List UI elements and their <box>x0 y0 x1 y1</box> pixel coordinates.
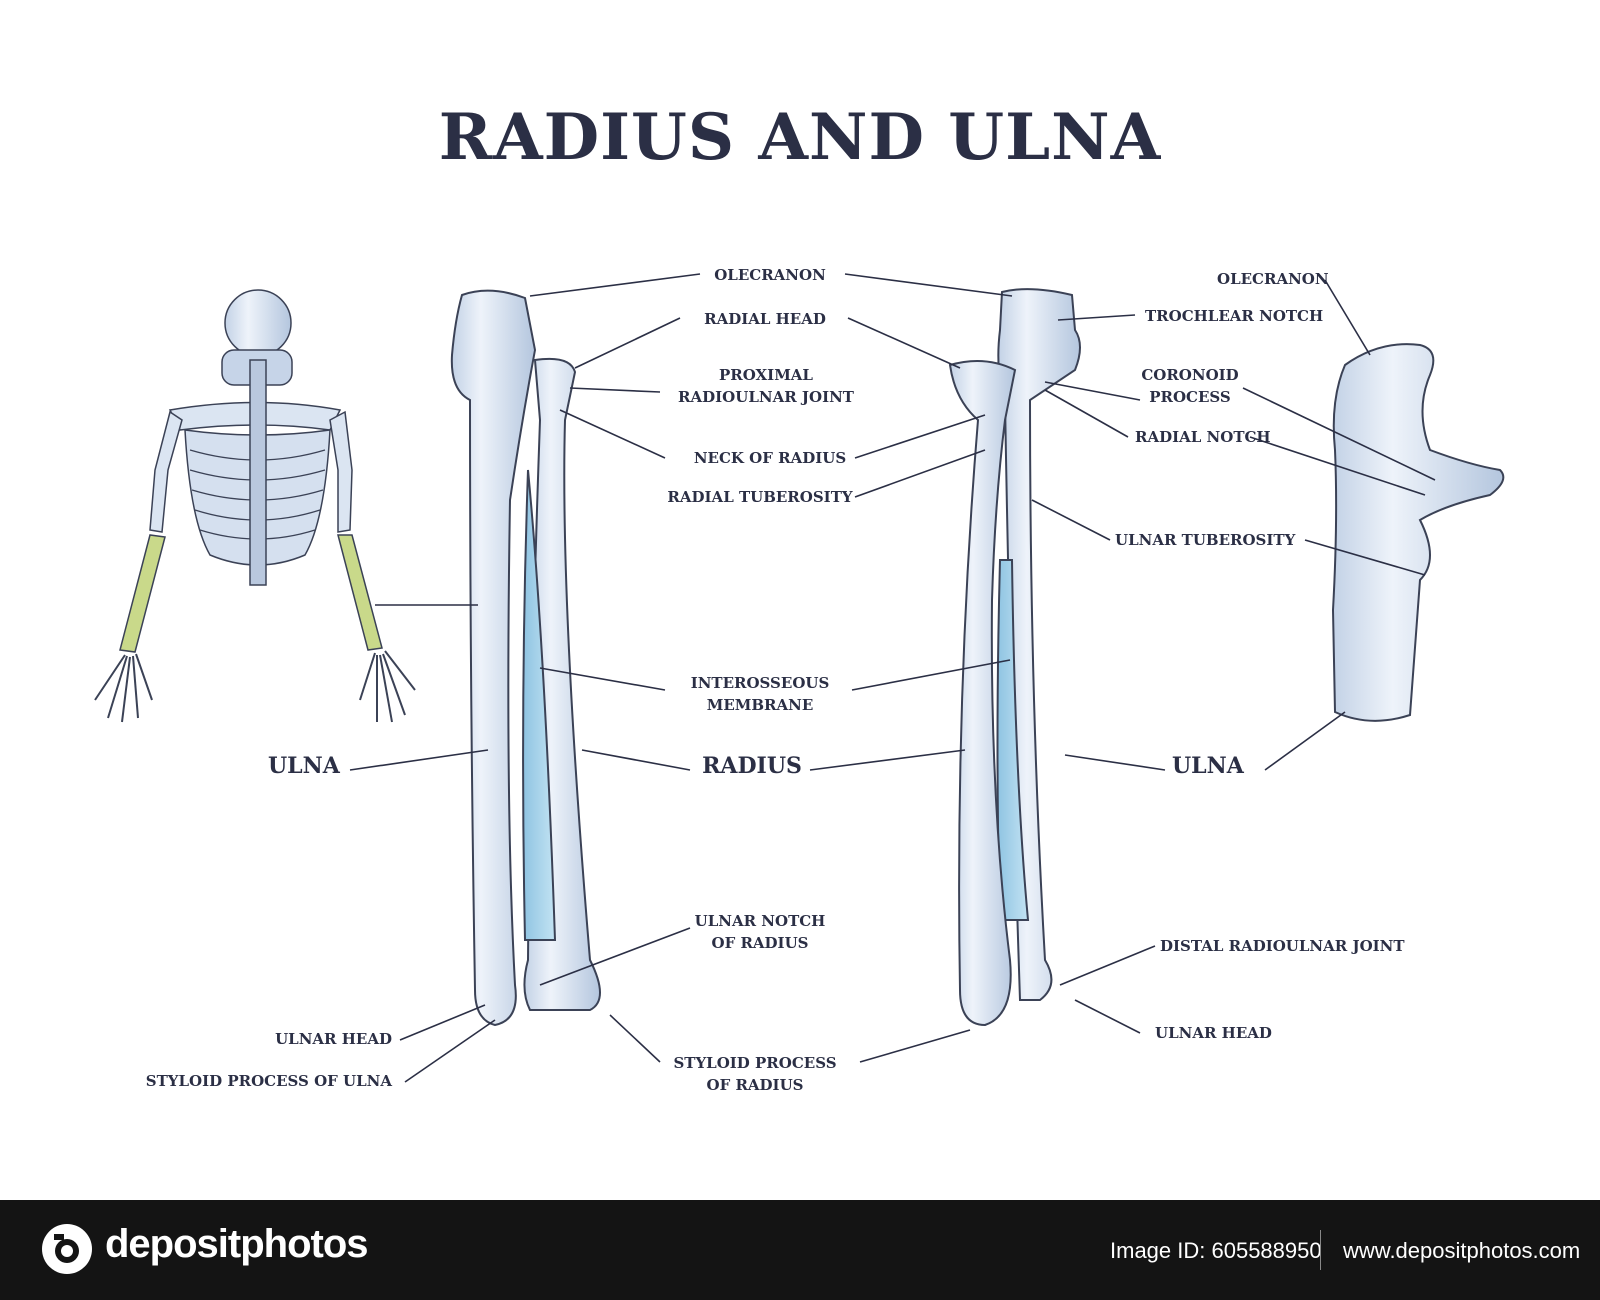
radius-bone-right <box>948 360 1017 1027</box>
label-radial-head: RADIAL HEAD <box>704 310 826 328</box>
label-olecranon-center: OLECRANON <box>714 266 826 284</box>
camera-logo-icon <box>42 1224 92 1274</box>
leader-lines <box>349 273 1436 1083</box>
label-olecranon-right: OLECRANON <box>1217 270 1329 288</box>
label-ulna-right: ULNA <box>1172 753 1244 779</box>
forearm-bones-right <box>948 288 1081 1027</box>
label-proximal-radioulnar-joint: PROXIMAL RADIOULNAR JOINT <box>678 366 854 406</box>
label-radial-notch: RADIAL NOTCH <box>1135 428 1271 446</box>
label-neck-of-radius: NECK OF RADIUS <box>693 449 847 467</box>
label-coronoid-process: CORONOID PROCESS <box>1141 366 1239 406</box>
footer-divider <box>1320 1230 1321 1270</box>
anatomy-illustration <box>94 273 1505 1083</box>
image-id: Image ID: 605588950 <box>1110 1238 1322 1263</box>
watermark-footer: depositphotos Image ID: 605588950 www.de… <box>0 1200 1600 1300</box>
label-styloid-process-ulna: STYLOID PROCESS OF ULNA <box>145 1072 392 1090</box>
site-url: www.depositphotos.com <box>1343 1238 1581 1263</box>
label-radius: RADIUS <box>702 753 802 779</box>
skeleton-figure <box>94 289 416 723</box>
ulna-bone-left <box>450 289 537 1027</box>
label-ulnar-notch-of-radius: ULNAR NOTCH OF RADIUS <box>694 912 826 952</box>
label-trochlear-notch: TROCHLEAR NOTCH <box>1145 307 1324 325</box>
forearm-bones-left <box>450 289 601 1027</box>
label-ulnar-tuberosity: ULNAR TUBEROSITY <box>1115 531 1296 549</box>
label-radial-tuberosity: RADIAL TUBEROSITY <box>667 488 853 506</box>
proximal-ulna-detail <box>1331 343 1505 722</box>
label-styloid-process-radius: STYLOID PROCESS OF RADIUS <box>673 1054 837 1094</box>
diagram-stage: RADIUS AND ULNA OLECRANON RADIAL HEAD PR… <box>94 100 1505 1094</box>
label-ulnar-head-left: ULNAR HEAD <box>275 1030 392 1048</box>
label-ulna-left: ULNA <box>268 753 340 779</box>
label-distal-radioulnar-joint: DISTAL RADIOULNAR JOINT <box>1160 937 1405 955</box>
label-interosseous-membrane: INTEROSSEOUS MEMBRANE <box>690 674 830 714</box>
interosseous-membrane-left <box>522 469 557 941</box>
brand-wordmark: depositphotos <box>105 1222 369 1266</box>
page-title: RADIUS AND ULNA <box>438 100 1162 175</box>
label-ulnar-head-right: ULNAR HEAD <box>1155 1024 1272 1042</box>
